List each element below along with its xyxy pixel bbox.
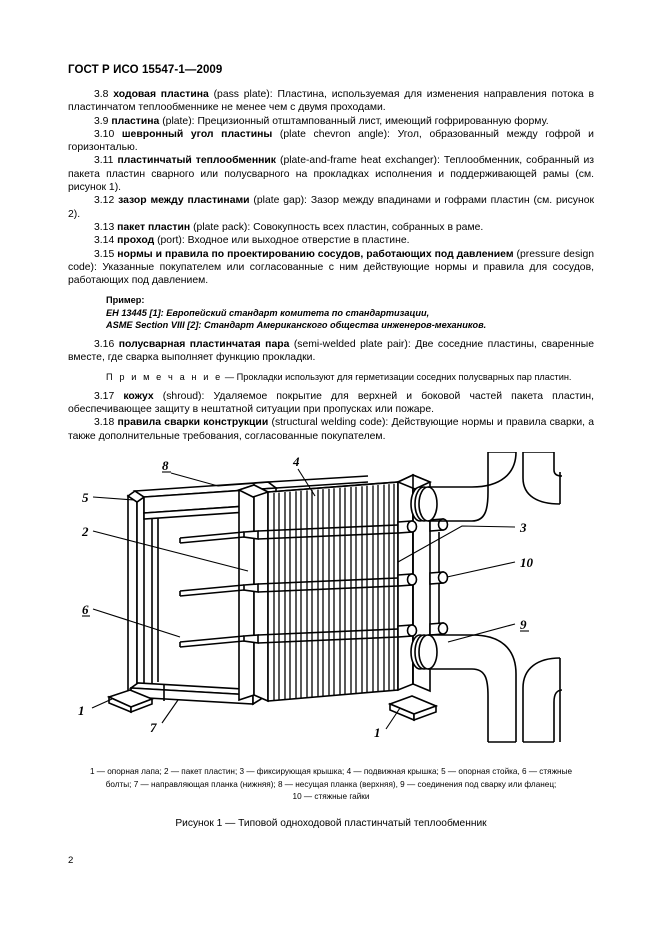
callout-8: 8 — [162, 458, 169, 473]
clause-3-18: 3.18 правила сварки конструкции (structu… — [68, 416, 594, 443]
callout-5: 5 — [82, 490, 89, 505]
callout-2: 2 — [81, 524, 89, 539]
clause-3-11: 3.11 пластинчатый теплообменник (plate-a… — [68, 154, 594, 194]
clause-definition: Указанные покупателем или согласованные … — [68, 261, 594, 287]
note-label: П р и м е ч а н и е — [106, 372, 223, 383]
clause-3-12: 3.12 зазор между пластинами (plate gap):… — [68, 194, 594, 221]
figure-legend-line-1: 1 — опорная лапа; 2 — пакет пластин; 3 —… — [89, 767, 573, 776]
clause-english: (semi-welded plate pair): — [293, 338, 411, 350]
clause-english: (plate-and-frame heat exchanger): — [279, 155, 440, 167]
figure-legend: 1 — опорная лапа; 2 — пакет пластин; 3 —… — [68, 766, 594, 804]
clause-term: зазор между пластинами — [118, 195, 250, 207]
figure-caption: Рисунок 1 — Типовой одноходовой пластинч… — [175, 818, 487, 829]
clause-definition: Удаляемое покрытие для верхней и боковой… — [68, 390, 595, 415]
clause-number: 3.18 — [94, 417, 115, 429]
clause-definition: Угол, образованный между гофрой и горизо… — [68, 128, 594, 154]
movable-cover-group — [236, 483, 271, 703]
clause-definition: Совокупность всех пластин, собранных в р… — [253, 221, 484, 233]
callout-10: 10 — [520, 555, 534, 570]
clause-english: (pressure design code): — [68, 248, 595, 273]
nozzle-upper-group — [410, 452, 563, 522]
support-column-group — [126, 490, 159, 698]
example-title: Пример: — [106, 295, 145, 306]
clause-3-8: 3.8 ходовая пластина (pass plate): Пласт… — [68, 88, 594, 115]
clause-3-14: 3.14 проход (port): Входное или выходное… — [68, 234, 594, 247]
callout-9: 9 — [520, 617, 527, 632]
clause-english: (pass plate): — [213, 89, 273, 100]
plate-heat-exchanger-drawing: 8 4 5 2 6 1 7 1 3 10 9 — [78, 452, 563, 743]
note-block: П р и м е ч а н и е — Прокладки использу… — [68, 371, 594, 383]
clause-term: пластина — [111, 115, 160, 127]
figure-1: 8 4 5 2 6 1 7 1 3 10 9 — [68, 452, 594, 758]
clause-3-16: 3.16 полусварная пластинчатая пара (semi… — [68, 338, 594, 365]
clause-term: пластинчатый теплообменник — [117, 155, 276, 167]
callout-underlines — [82, 471, 529, 632]
callout-1-right: 1 — [374, 725, 381, 740]
clause-number: 3.15 — [94, 248, 115, 260]
clause-definition: Пластина, используемая для изменения нап… — [68, 89, 594, 114]
right-tie-rod-group — [429, 518, 449, 636]
clause-number: 3.10 — [94, 128, 115, 140]
callout-1-left: 1 — [78, 703, 85, 718]
example-line-en-13445: ЕН 13445 [1]: Европейский стандарт комит… — [106, 307, 430, 318]
clause-term: полусварная пластинчатая пара — [118, 338, 290, 350]
page-number: 2 — [68, 855, 74, 866]
clause-3-10: 3.10 шевронный угол пластины (plate chev… — [68, 128, 594, 155]
clause-definition: Зазор между впадинами и гофрами пластин … — [68, 195, 595, 220]
clause-english: (shroud): — [162, 390, 205, 402]
clause-3-17: 3.17 кожух (shroud): Удаляемое покрытие … — [68, 390, 594, 417]
support-foot-left — [106, 689, 155, 714]
clause-definition: Входное или выходное отверстие в пластин… — [187, 235, 410, 247]
clause-term: пакет пластин — [117, 221, 191, 233]
clause-term: ходовая пластина — [113, 89, 209, 100]
nozzle-lower-group — [410, 634, 563, 743]
clause-term: кожух — [123, 390, 154, 402]
clause-3-13: 3.13 пакет пластин (plate pack): Совокуп… — [68, 221, 594, 234]
clause-number: 3.12 — [94, 195, 115, 207]
clause-number: 3.16 — [94, 338, 115, 350]
clause-number: 3.13 — [94, 221, 115, 233]
callout-4: 4 — [292, 454, 300, 469]
clause-english: (structural welding code): — [271, 417, 389, 429]
callout-3: 3 — [519, 520, 527, 535]
support-foot-right — [387, 695, 439, 722]
clause-3-9: 3.9 пластина (plate): Прецизионный отшта… — [68, 115, 594, 128]
figure-legend-line-2: болты; 7 — направляющая планка (нижняя);… — [105, 779, 557, 789]
tie-bolt-group — [179, 520, 418, 648]
clause-number: 3.8 — [94, 89, 109, 100]
clause-definition: Теплообменник, собранный из пакета пласт… — [68, 155, 595, 194]
clause-term: правила сварки конструкции — [117, 417, 269, 429]
document-header: ГОСТ Р ИСО 15547-1—2009 — [68, 64, 223, 76]
clause-term: проход — [117, 235, 155, 247]
clause-english: (plate): — [162, 115, 195, 127]
clause-term: шевронный угол пластины — [121, 128, 273, 140]
clause-number: 3.14 — [94, 235, 115, 247]
callout-leaders — [91, 468, 516, 730]
figure-legend-line-3: 10 — стяжные гайки — [292, 792, 370, 802]
clause-english: (plate pack): — [193, 221, 251, 233]
clause-3-15: 3.15 нормы и правила по проектированию с… — [68, 248, 594, 288]
callout-6: 6 — [82, 602, 89, 617]
callout-labels: 8 4 5 2 6 1 7 1 3 10 9 — [78, 454, 534, 740]
example-block: Пример: ЕН 13445 [1]: Европейский станда… — [68, 294, 594, 331]
clause-definition: Две соседние пластины, сваренные вместе,… — [68, 338, 595, 363]
document-body: 3.8 ходовая пластина (pass plate): Пласт… — [68, 88, 594, 443]
figure-artwork: 8 4 5 2 6 1 7 1 3 10 9 — [68, 452, 594, 758]
example-line-asme: ASME Section VIII [2]: Стандарт Американ… — [106, 320, 487, 331]
clause-term: нормы и правила по проектированию сосудо… — [117, 248, 514, 260]
note-text: — Прокладки используют для герметизации … — [224, 372, 572, 383]
clause-english: (plate gap): — [253, 195, 307, 207]
clause-number: 3.17 — [94, 390, 115, 402]
clause-number: 3.9 — [94, 115, 109, 127]
clause-number: 3.11 — [94, 155, 114, 167]
callout-7: 7 — [150, 720, 157, 735]
clause-definition: Действующие нормы и правила сварки, а та… — [68, 417, 595, 442]
clause-english: (plate chevron angle): — [279, 128, 390, 140]
clause-definition: Прецизионный отштампованный лист, имеющи… — [197, 115, 549, 127]
clause-english: (port): — [157, 235, 185, 247]
